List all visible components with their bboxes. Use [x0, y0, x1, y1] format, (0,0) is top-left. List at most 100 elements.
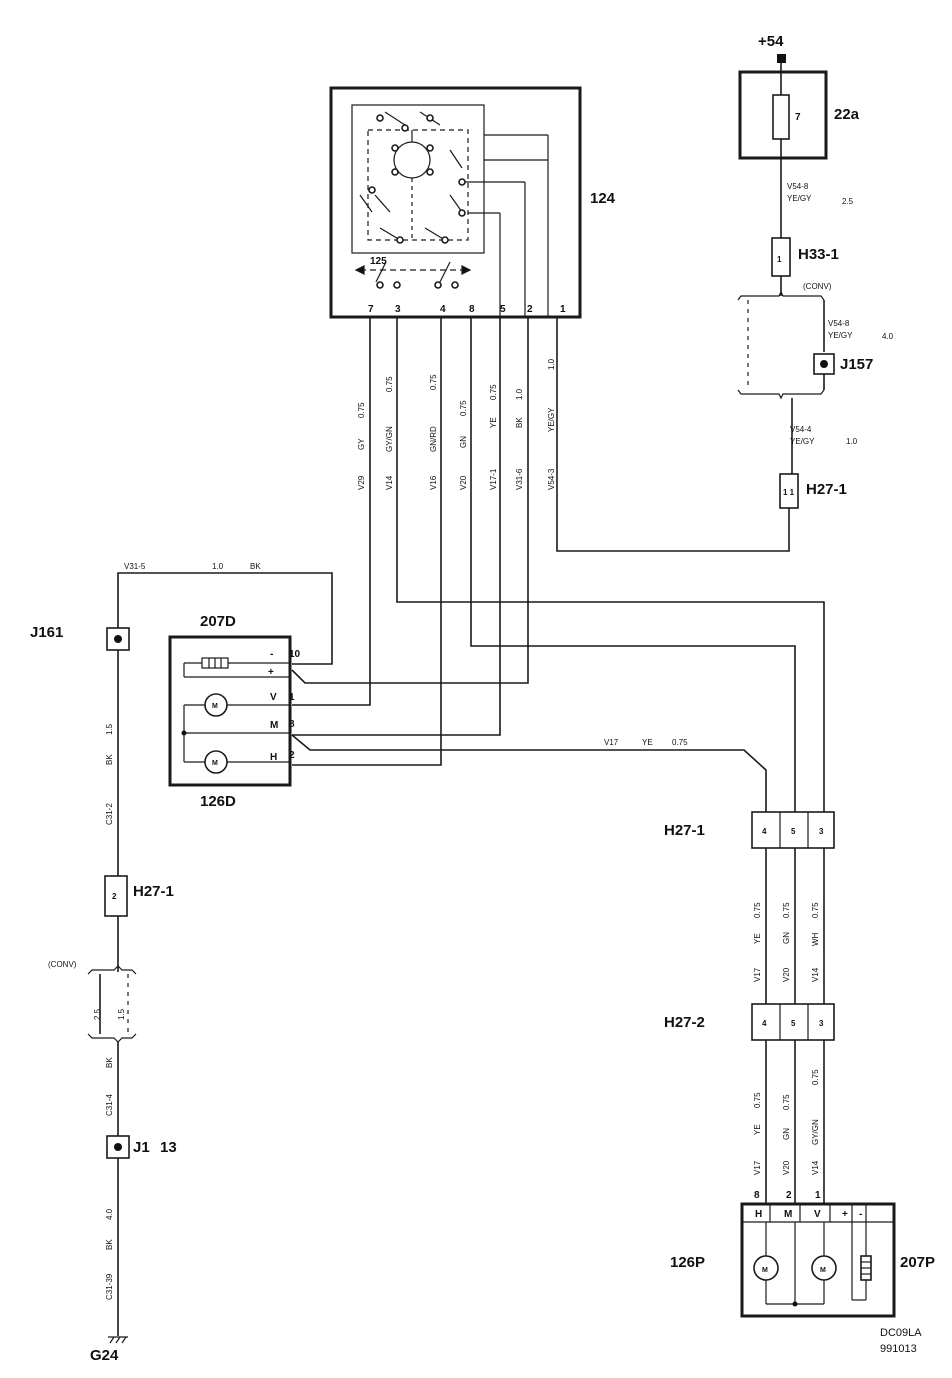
v31-5-color: BK	[250, 562, 261, 571]
wire-code: V17-1	[489, 468, 498, 490]
h27-1-right-label: H27-1	[664, 822, 705, 839]
driver-motor-label: 126D	[200, 793, 236, 810]
supply-label: +54	[758, 33, 784, 50]
left-c-color: BK	[105, 1057, 114, 1068]
conv-wire-code: V54-8	[828, 319, 850, 328]
wire-code: V54-3	[547, 468, 556, 490]
left-h27-pin: 2	[112, 892, 117, 901]
pass-pin8: 8	[754, 1190, 760, 1201]
wire-color: GY/GN	[811, 1119, 820, 1145]
pass-motor-h-letter: M	[762, 1267, 768, 1274]
switch-pin: 5	[500, 304, 506, 315]
driver-motor-h-letter: M	[212, 760, 218, 767]
driver-m: M	[270, 720, 278, 731]
pass-motor-label: 126P	[670, 1254, 705, 1271]
h33-label: H33-1	[798, 246, 839, 263]
h27-1-pin: 3	[819, 827, 824, 836]
wire-size: 0.75	[357, 402, 366, 418]
pass-h: H	[755, 1209, 762, 1220]
h27-2-pin: 5	[791, 1019, 796, 1028]
h27-wire-code: V54-4	[790, 425, 812, 434]
v17-size: 0.75	[672, 738, 688, 747]
left-a-code: C31-2	[105, 803, 114, 825]
drawing-code: DC09LA	[880, 1327, 922, 1339]
wire-code: V14	[385, 475, 394, 490]
wire-size: 0.75	[489, 384, 498, 400]
wire-code: V16	[429, 475, 438, 490]
wire-code: V31-6	[515, 468, 524, 490]
h27-top-pin: 1 1	[783, 488, 795, 497]
j1-number: 13	[160, 1139, 177, 1156]
wire-color: YE	[753, 933, 762, 944]
wire-size: 0.75	[782, 902, 791, 918]
wire-size: 0.75	[811, 902, 820, 918]
wire-code: V20	[459, 475, 468, 490]
conv-left: (CONV)	[48, 960, 77, 969]
j161-label: J161	[30, 624, 63, 641]
wire-color: GY/GN	[385, 426, 394, 452]
passenger-seat-unit	[740, 1202, 896, 1318]
driver-h: H	[270, 752, 277, 763]
switch-pins: 7 3 4 8 5 2 1	[368, 304, 566, 315]
j1-label: J1	[133, 1139, 150, 1156]
wire-code: V20	[782, 967, 791, 982]
h27-2-label: H27-2	[664, 1014, 705, 1031]
switch-pin: 1	[560, 304, 566, 315]
wire-size: 0.75	[782, 1094, 791, 1110]
wire-color: WH	[811, 932, 820, 946]
left-a-color: BK	[105, 754, 114, 765]
v17-color: YE	[642, 738, 653, 747]
wire-size: 1.0	[515, 388, 524, 400]
fuse-wire-size: 2.5	[842, 197, 854, 206]
switch-sub-label: 125	[370, 256, 387, 267]
pass-heater-label: 207P	[900, 1254, 935, 1271]
wire-size: 0.75	[753, 902, 762, 918]
wire-size: 0.75	[385, 376, 394, 392]
driver-pin2: 2	[289, 750, 295, 761]
fuse-id: 22a	[834, 106, 860, 123]
wire-color: YE	[753, 1124, 762, 1135]
pass-pin1: 1	[815, 1190, 821, 1201]
switch-internal	[351, 104, 548, 283]
h27-2-pin: 4	[762, 1019, 767, 1028]
wire-color: YE/GY	[547, 407, 556, 432]
switch-pin: 8	[469, 304, 475, 315]
j157-label: J157	[840, 356, 873, 373]
switch-124	[329, 86, 582, 319]
pass-pin2: 2	[786, 1190, 792, 1201]
left-b-size2: 1.5	[117, 1008, 126, 1020]
h27-wire-color: YE/GY	[790, 437, 815, 446]
left-a-size: 1.5	[105, 723, 114, 735]
drawing-date: 991013	[880, 1343, 917, 1355]
left-d-code: C31-39	[105, 1273, 114, 1300]
wire-color: YE	[489, 417, 498, 428]
wire-code: V17	[753, 967, 762, 982]
driver-minus: -	[270, 649, 273, 660]
driver-seat-unit	[168, 635, 292, 787]
pass-plus: +	[842, 1209, 848, 1220]
supply-terminal	[777, 54, 786, 63]
connector-h27-1-left	[104, 875, 128, 917]
conv-right: (CONV)	[803, 282, 832, 291]
wire-code: V17	[753, 1160, 762, 1175]
switch-pin: 3	[395, 304, 401, 315]
h27-1-pin: 4	[762, 827, 767, 836]
wire-color: GY	[357, 438, 366, 450]
wire-color: GN	[459, 436, 468, 448]
driver-pin10: 10	[289, 649, 301, 660]
switch-wire-labels: V29 GY 0.75 V14 GY/GN 0.75 V16 GN/RD 0.7…	[357, 358, 556, 490]
driver-plus: +	[268, 667, 274, 678]
fuse-box-22a	[738, 70, 828, 160]
h27-2-pin: 3	[819, 1019, 824, 1028]
driver-pin1: 1	[289, 692, 295, 703]
bot-wire-labels: V17 YE 0.75 V20 GN 0.75 V14 GY/GN 0.75	[753, 1069, 820, 1175]
conv-wire-color: YE/GY	[828, 331, 853, 340]
wire-code: V29	[357, 475, 366, 490]
connector-h27-1-right	[751, 811, 835, 849]
pass-motor-v-letter: M	[820, 1267, 826, 1274]
fuse-number: 7	[795, 112, 801, 123]
mid-wire-labels: V17 YE 0.75 V20 GN 0.75 V14 WH 0.75	[753, 902, 820, 982]
fuse-7	[772, 94, 790, 140]
switch-pin: 2	[527, 304, 533, 315]
